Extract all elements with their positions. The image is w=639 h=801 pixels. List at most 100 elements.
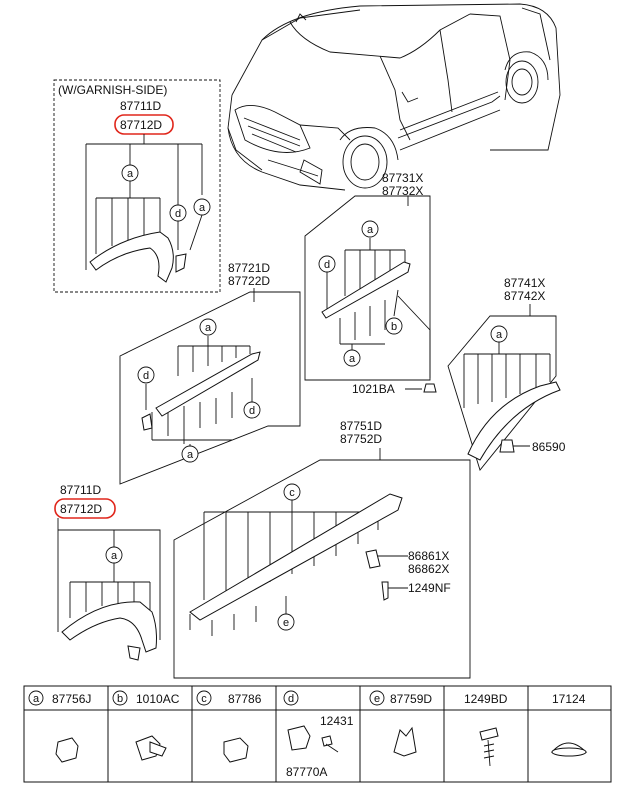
legend-part-plug[interactable]: 17124 (552, 692, 586, 706)
sill-part-number-b[interactable]: 87752D (340, 432, 382, 446)
garnish-fender-molding (89, 231, 174, 283)
sill-screw-part-number[interactable]: 1249NF (408, 581, 451, 595)
front-door-part-number-a[interactable]: 87721D (228, 261, 270, 275)
front-door-callout-a: a (199, 318, 217, 336)
rear-door-part-number-b[interactable]: 87732X (382, 184, 423, 198)
legend-cell-b: b 1010AC (112, 690, 180, 761)
sill-screw (381, 581, 389, 601)
rear-door-callout-a: a (361, 220, 379, 238)
legend-screw-icon (479, 727, 499, 741)
rear-fender-group: 87741X 87742X 86590 a (447, 276, 566, 471)
legend-part-d[interactable]: 12431 (320, 714, 354, 728)
svg-text:a: a (496, 329, 503, 341)
rear-fender-molding (467, 381, 561, 461)
legend-part-a[interactable]: 87756J (52, 692, 91, 706)
legend-clip-b-pin-icon (149, 741, 167, 757)
garnish-part-number-a[interactable]: 87711D (120, 99, 161, 113)
rear-door-group: 87731X 87732X a d b a 1021BA (304, 171, 437, 396)
garnish-box-frame (53, 79, 221, 293)
garnish-leader-lines (85, 134, 203, 270)
svg-text:c: c (289, 487, 295, 499)
legend-plug-base (551, 747, 587, 757)
front-door-group: 87721D 87722D a d d a (119, 261, 301, 485)
rear-fender-nut-part-number[interactable]: 86590 (532, 440, 566, 454)
garnish-callout-d: d (169, 204, 187, 222)
front-door-callout-d2: d (243, 401, 261, 419)
svg-text:d: d (143, 370, 149, 382)
legend-cell-d: d 12431 87770A (283, 690, 354, 779)
svg-text:a: a (111, 550, 118, 562)
front-fender-part-number-a[interactable]: 87711D (60, 483, 101, 497)
legend-part-c[interactable]: 87786 (228, 692, 262, 706)
front-fender-part-number-b[interactable]: 87712D (60, 502, 102, 516)
sill-part-number-a[interactable]: 87751D (340, 419, 382, 433)
garnish-part-number-b[interactable]: 87712D (120, 118, 162, 132)
rear-door-part-number-a[interactable]: 87731X (382, 171, 423, 185)
legend-part-d-extra[interactable]: 87770A (286, 765, 327, 779)
sill-frame (173, 459, 471, 679)
svg-text:e: e (283, 617, 289, 629)
garnish-box-title: (W/GARNISH-SIDE) (58, 83, 167, 97)
vehicle-illustration (227, 3, 561, 191)
rear-door-clip-part-number[interactable]: 1021BA (352, 382, 395, 396)
front-door-frame (119, 291, 301, 485)
legend-part-screw[interactable]: 1249BD (464, 692, 508, 706)
legend-part-b[interactable]: 1010AC (136, 692, 180, 706)
rear-door-callout-b: b (385, 317, 403, 335)
rear-door-callout-a2: a (343, 349, 361, 367)
legend-cell-plug: 17124 (550, 692, 588, 757)
legend-table: a 87756J b 1010AC c 87786 d 12431 877 (23, 685, 612, 783)
rear-fender-part-number-b[interactable]: 87742X (504, 289, 545, 303)
svg-text:a: a (187, 449, 194, 461)
svg-text:d: d (288, 693, 294, 705)
legend-clip-a-icon (55, 737, 79, 763)
svg-text:a: a (367, 224, 374, 236)
rear-fender-part-number-a[interactable]: 87741X (504, 276, 545, 290)
rear-door-clip (423, 383, 437, 393)
legend-cell-a: a 87756J (28, 690, 91, 763)
svg-text:b: b (117, 693, 123, 705)
front-fender-highlight (54, 498, 116, 519)
svg-text:d: d (175, 208, 181, 220)
svg-text:d: d (324, 259, 330, 271)
front-door-callout-d: d (137, 366, 155, 384)
front-fender-bracket (127, 645, 141, 661)
rear-fender-nut (499, 439, 515, 453)
svg-text:a: a (199, 202, 206, 214)
legend-cell-e: e 87759D (369, 690, 432, 757)
svg-text:a: a (349, 353, 356, 365)
legend-border (23, 685, 612, 783)
garnish-side-group: (W/GARNISH-SIDE) 87711D 87712D a d a (53, 79, 221, 293)
front-door-part-number-b[interactable]: 87722D (228, 274, 270, 288)
sill-bracket-part-number-a[interactable]: 86861X (408, 549, 449, 563)
sill-bracket-part-number-b[interactable]: 86862X (408, 562, 449, 576)
front-door-callout-a2: a (181, 445, 199, 463)
legend-cell-c: c 87786 (196, 690, 262, 763)
sill-callout-e: e (277, 613, 295, 631)
sill-group: 87751D 87752D c e 86861X 86862X 1249NF (173, 419, 471, 679)
svg-text:a: a (33, 693, 40, 705)
svg-text:e: e (374, 693, 380, 705)
sill-bracket (365, 549, 381, 569)
rear-door-callout-d: d (318, 255, 336, 273)
garnish-callout-a: a (121, 164, 139, 182)
legend-cell-screw: 1249BD (464, 692, 508, 767)
svg-text:c: c (201, 693, 207, 705)
rear-fender-leader-lines (463, 304, 551, 447)
rear-door-leader-lines (326, 196, 431, 378)
front-door-end-clip (141, 413, 153, 431)
rear-door-frame (304, 195, 431, 381)
legend-clip-e-icon (393, 726, 417, 757)
legend-screw-d-icon (321, 735, 333, 747)
front-fender-group: 87711D 87712D a (54, 483, 161, 661)
sill-molding (189, 493, 403, 621)
garnish-callout-a2: a (193, 198, 211, 216)
rear-fender-callout-a: a (490, 325, 508, 343)
front-fender-molding (61, 601, 157, 653)
legend-screw-thread (483, 739, 495, 767)
legend-clip-d-icon (287, 725, 311, 751)
legend-part-e[interactable]: 87759D (390, 692, 432, 706)
svg-text:a: a (127, 168, 134, 180)
legend-clip-c-icon (223, 737, 249, 763)
